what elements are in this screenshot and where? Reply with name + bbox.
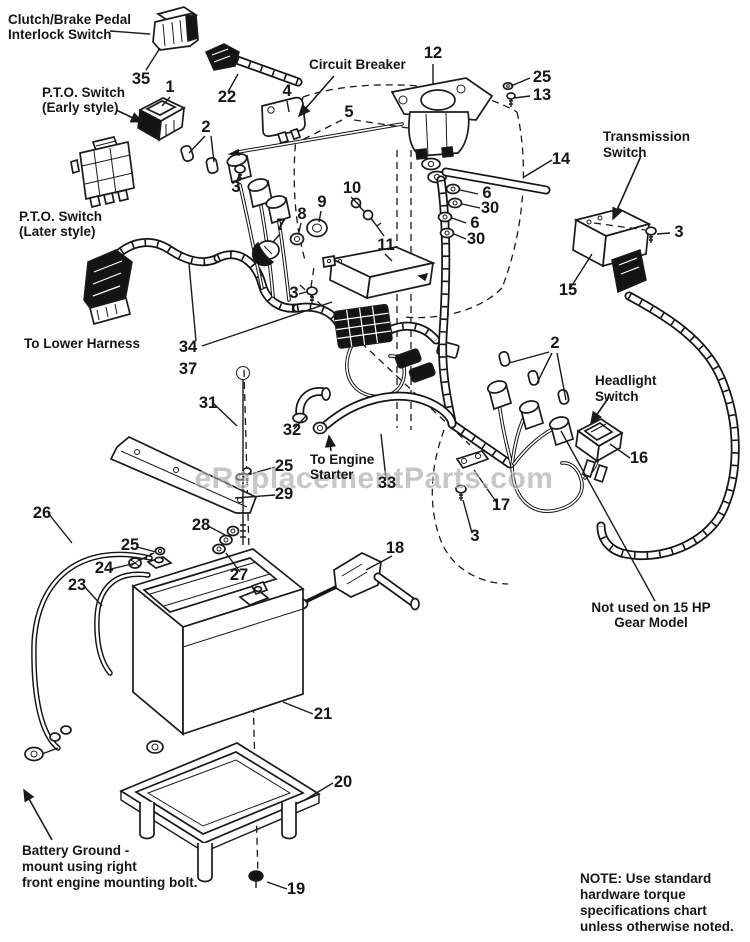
label-pto-switch-later: P.T.O. Switch(Later style) — [19, 209, 102, 239]
connector-22 — [205, 43, 298, 82]
battery-21 — [131, 548, 305, 736]
callout-25-battery: 25 — [121, 536, 139, 554]
callout-26: 26 — [33, 504, 51, 522]
callout-2-left: 2 — [201, 118, 210, 136]
callout-2-right: 2 — [550, 334, 559, 352]
callout-32: 32 — [283, 421, 301, 439]
callout-16: 16 — [630, 449, 648, 467]
callout-29: 29 — [275, 485, 293, 503]
battery-terminal-negative — [146, 556, 173, 569]
callout-5: 5 — [344, 103, 353, 121]
callout-3-headlight: 3 — [470, 527, 479, 545]
fasteners-6-30 — [437, 183, 463, 239]
callout-6-upper: 6 — [482, 184, 491, 202]
battery-cable-14 — [446, 172, 546, 190]
grommet-32 — [292, 387, 331, 424]
screw-3-transmission — [645, 226, 657, 243]
label-to-lower-harness: To Lower Harness — [24, 336, 140, 351]
callout-3-transmission: 3 — [674, 223, 683, 241]
clutch-brake-interlock-switch — [152, 6, 199, 51]
transmission-switch-15 — [572, 208, 735, 556]
bezel-ring-9 — [306, 218, 328, 238]
callout-25-top: 25 — [533, 68, 551, 86]
callout-21: 21 — [314, 705, 332, 723]
rod-5 — [227, 122, 404, 156]
callout-13: 13 — [533, 86, 551, 104]
battery-tray-20 — [119, 740, 321, 883]
callout-35: 35 — [132, 70, 150, 88]
bolt-19 — [248, 870, 264, 888]
tray-leg — [139, 802, 297, 883]
callout-31: 31 — [199, 394, 217, 412]
callout-8: 8 — [297, 205, 306, 223]
callout-30-lower: 30 — [467, 230, 485, 248]
pto-switch-later-36 — [70, 135, 135, 209]
pto-switch-early-1 — [137, 97, 186, 142]
ignition-switch-7 — [251, 240, 280, 267]
callout-30-upper: 30 — [481, 199, 499, 217]
circuit-breaker-4 — [261, 96, 306, 145]
module-11 — [322, 246, 436, 300]
callout-1: 1 — [165, 78, 174, 96]
battery-terminal-positive — [238, 580, 270, 606]
callout-33: 33 — [378, 474, 396, 492]
callout-4: 4 — [282, 82, 292, 100]
starter-solenoid-12 — [390, 77, 494, 184]
callout-14: 14 — [552, 150, 571, 168]
screw-25-13 — [502, 81, 516, 107]
callout-17: 17 — [492, 496, 510, 514]
callout-10: 10 — [343, 179, 361, 197]
callout-7: 7 — [276, 216, 285, 234]
starter-cable-33 — [324, 434, 337, 452]
headlight-switch-16 — [575, 418, 624, 483]
watermark-text: eReplacementParts.com — [195, 462, 554, 495]
callout-28: 28 — [192, 516, 210, 534]
callout-24: 24 — [95, 559, 114, 577]
multi-pin-connector — [333, 303, 393, 349]
bolt-3-module — [306, 286, 318, 303]
callout-19: 19 — [287, 880, 305, 898]
callout-12: 12 — [424, 44, 442, 62]
label-circuit-breaker: Circuit Breaker — [309, 57, 407, 72]
leader-lines — [23, 30, 671, 890]
battery-cables-23-26 — [24, 554, 150, 762]
callout-37: 37 — [179, 360, 197, 378]
main-harness-34-37 — [83, 144, 460, 399]
callout-27: 27 — [230, 566, 248, 584]
j-bolt-31 — [236, 366, 250, 545]
callout-9: 9 — [317, 193, 326, 211]
ignition-keys-10 — [350, 197, 385, 237]
nut-8 — [289, 232, 305, 246]
battery-bracket-29 — [109, 435, 258, 514]
callout-20: 20 — [334, 773, 352, 791]
callout-25-bracket: 25 — [275, 457, 293, 475]
label-pto-switch-early: P.T.O. Switch(Early style) — [42, 85, 125, 115]
callout-22: 22 — [218, 88, 236, 106]
callout-34: 34 — [179, 338, 198, 356]
callout-15: 15 — [559, 281, 577, 299]
callout-18: 18 — [386, 539, 404, 557]
callout-6-lower: 6 — [470, 214, 479, 232]
callout-3-breaker: 3 — [231, 178, 240, 196]
callout-3-module: 3 — [289, 284, 298, 302]
callout-11: 11 — [377, 236, 394, 254]
callout-23: 23 — [68, 576, 86, 594]
